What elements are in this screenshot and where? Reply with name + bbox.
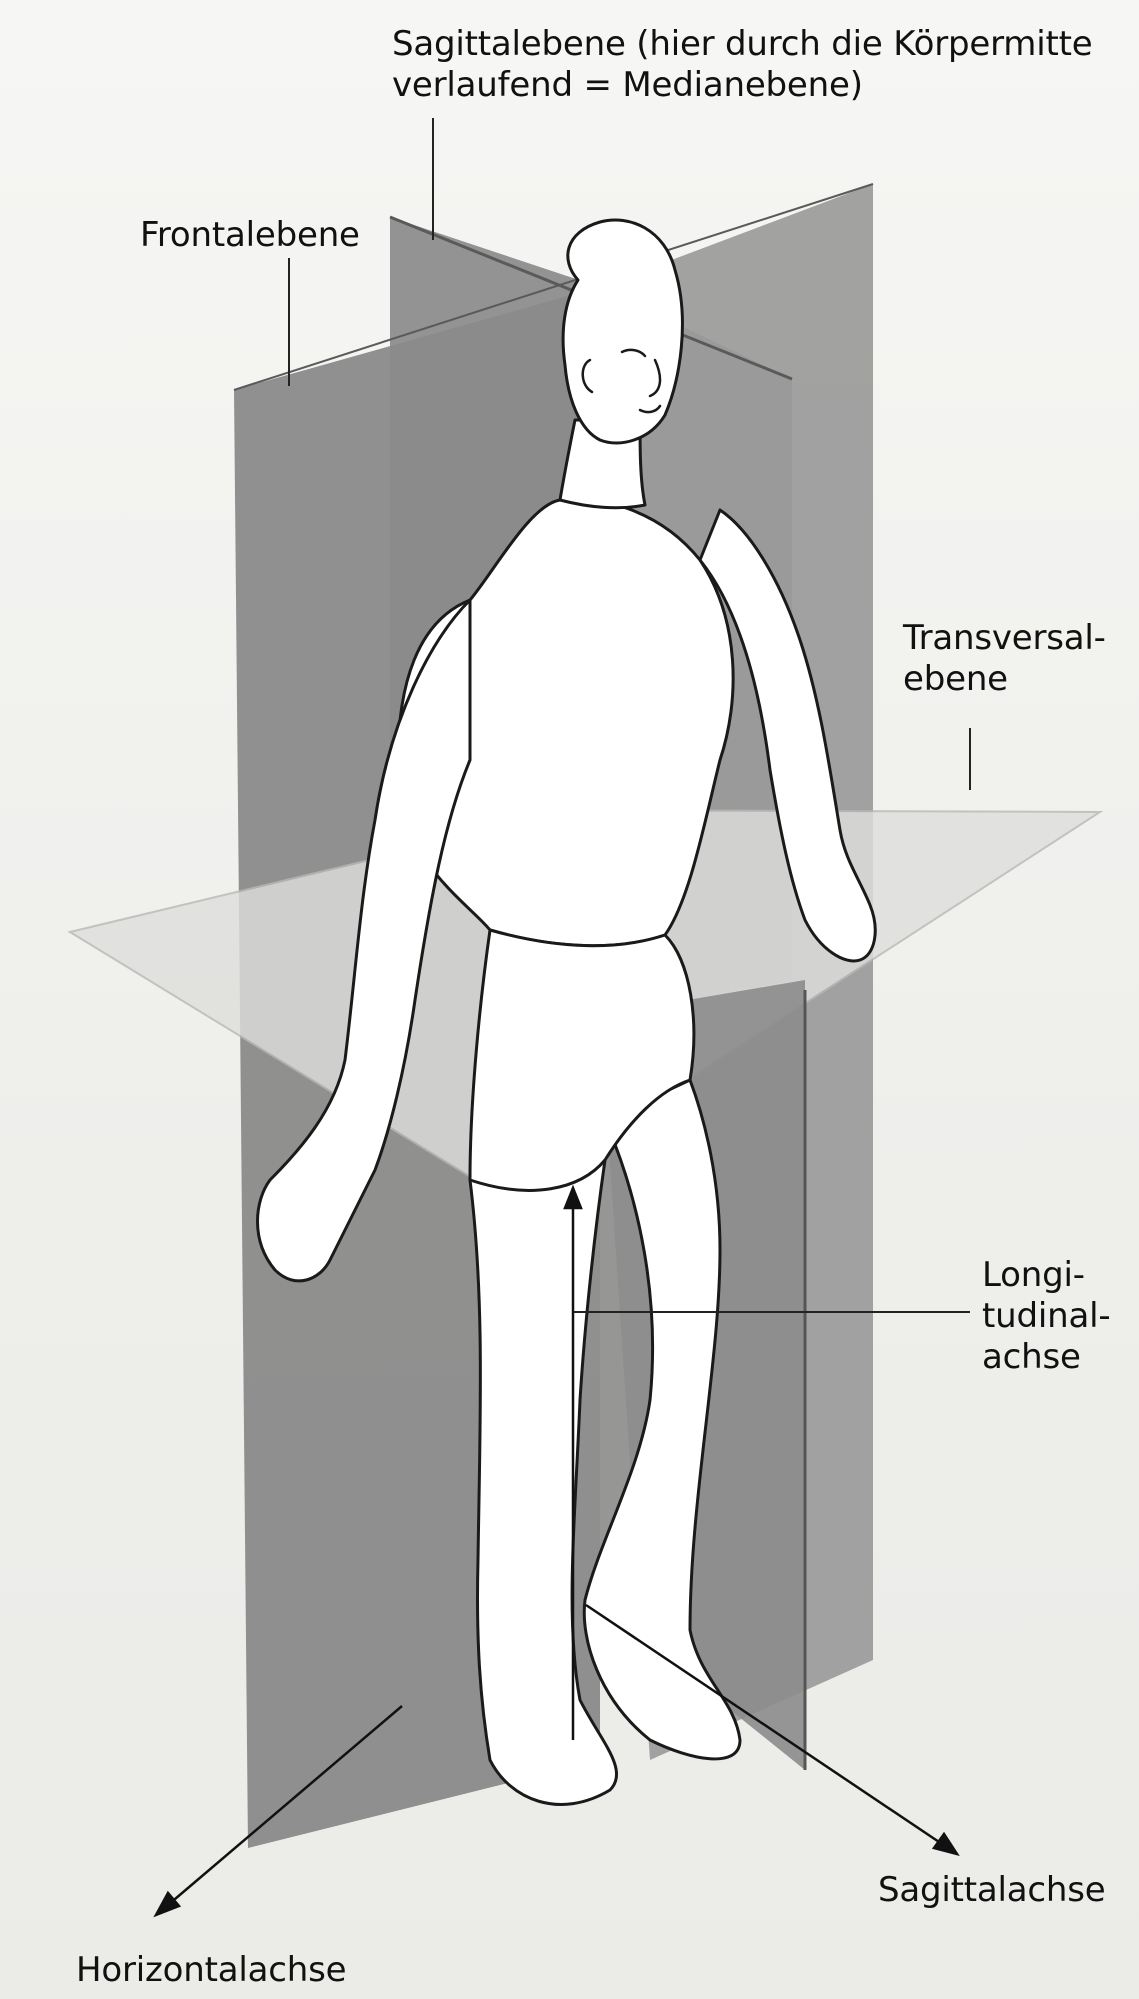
label-horizontalachse: Horizontalachse [76, 1950, 416, 1991]
label-sagittalachse: Sagittalachse [878, 1870, 1138, 1911]
label-frontalebene: Frontalebene [140, 215, 440, 256]
sagittal-axis-arrowhead [934, 1834, 957, 1854]
label-longitudinalachse: Longi- tudinal- achse [982, 1255, 1132, 1378]
label-transversalebene: Transversal- ebene [903, 618, 1133, 700]
figure-head [563, 220, 682, 443]
horizontal-axis-arrowhead [156, 1893, 179, 1915]
label-sagittalebene: Sagittalebene (hier durch die Körpermitt… [392, 24, 1122, 106]
